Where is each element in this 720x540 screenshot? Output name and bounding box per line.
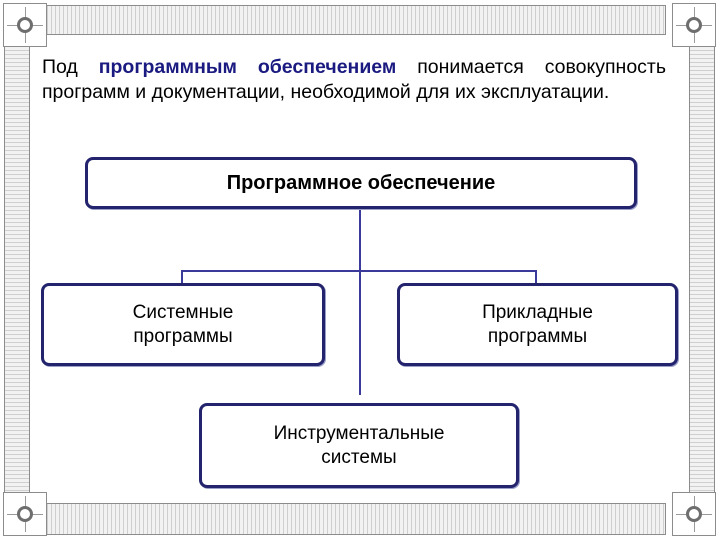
frame-top-bar (46, 5, 666, 35)
frame-corner-top-left (3, 3, 47, 47)
root-node-software: Программное обеспечение (85, 157, 637, 209)
connector-right-drop (535, 270, 537, 284)
corner-knob-icon (686, 506, 702, 522)
connector-left-drop (181, 270, 183, 284)
frame-corner-bottom-left (3, 492, 47, 536)
frame-left-bar (4, 46, 30, 496)
intro-term-programmnym: программным (99, 56, 237, 78)
frame-bottom-bar (46, 503, 666, 535)
frame-corner-bottom-right (672, 492, 716, 536)
intro-paragraph: Под программным обеспечением понимается … (42, 55, 666, 105)
node-application-line1: Прикладные (482, 301, 593, 325)
root-node-label: Программное обеспечение (227, 172, 496, 195)
corner-knob-icon (17, 506, 33, 522)
corner-knob-icon (686, 17, 702, 33)
connector-horizontal (181, 270, 537, 272)
connector-root-trunk (359, 208, 361, 395)
corner-knob-icon (17, 17, 33, 33)
node-tool-line2: системы (274, 446, 445, 470)
frame-right-bar (689, 46, 715, 496)
node-tool-line1: Инструментальные (274, 422, 445, 446)
intro-lead: Под (42, 56, 78, 78)
frame-corner-top-right (672, 3, 716, 47)
node-system-line1: Системные (133, 301, 234, 325)
node-system-line2: программы (133, 325, 234, 349)
node-application-line2: программы (482, 325, 593, 349)
intro-term-obespecheniem: обеспечением (258, 56, 396, 78)
